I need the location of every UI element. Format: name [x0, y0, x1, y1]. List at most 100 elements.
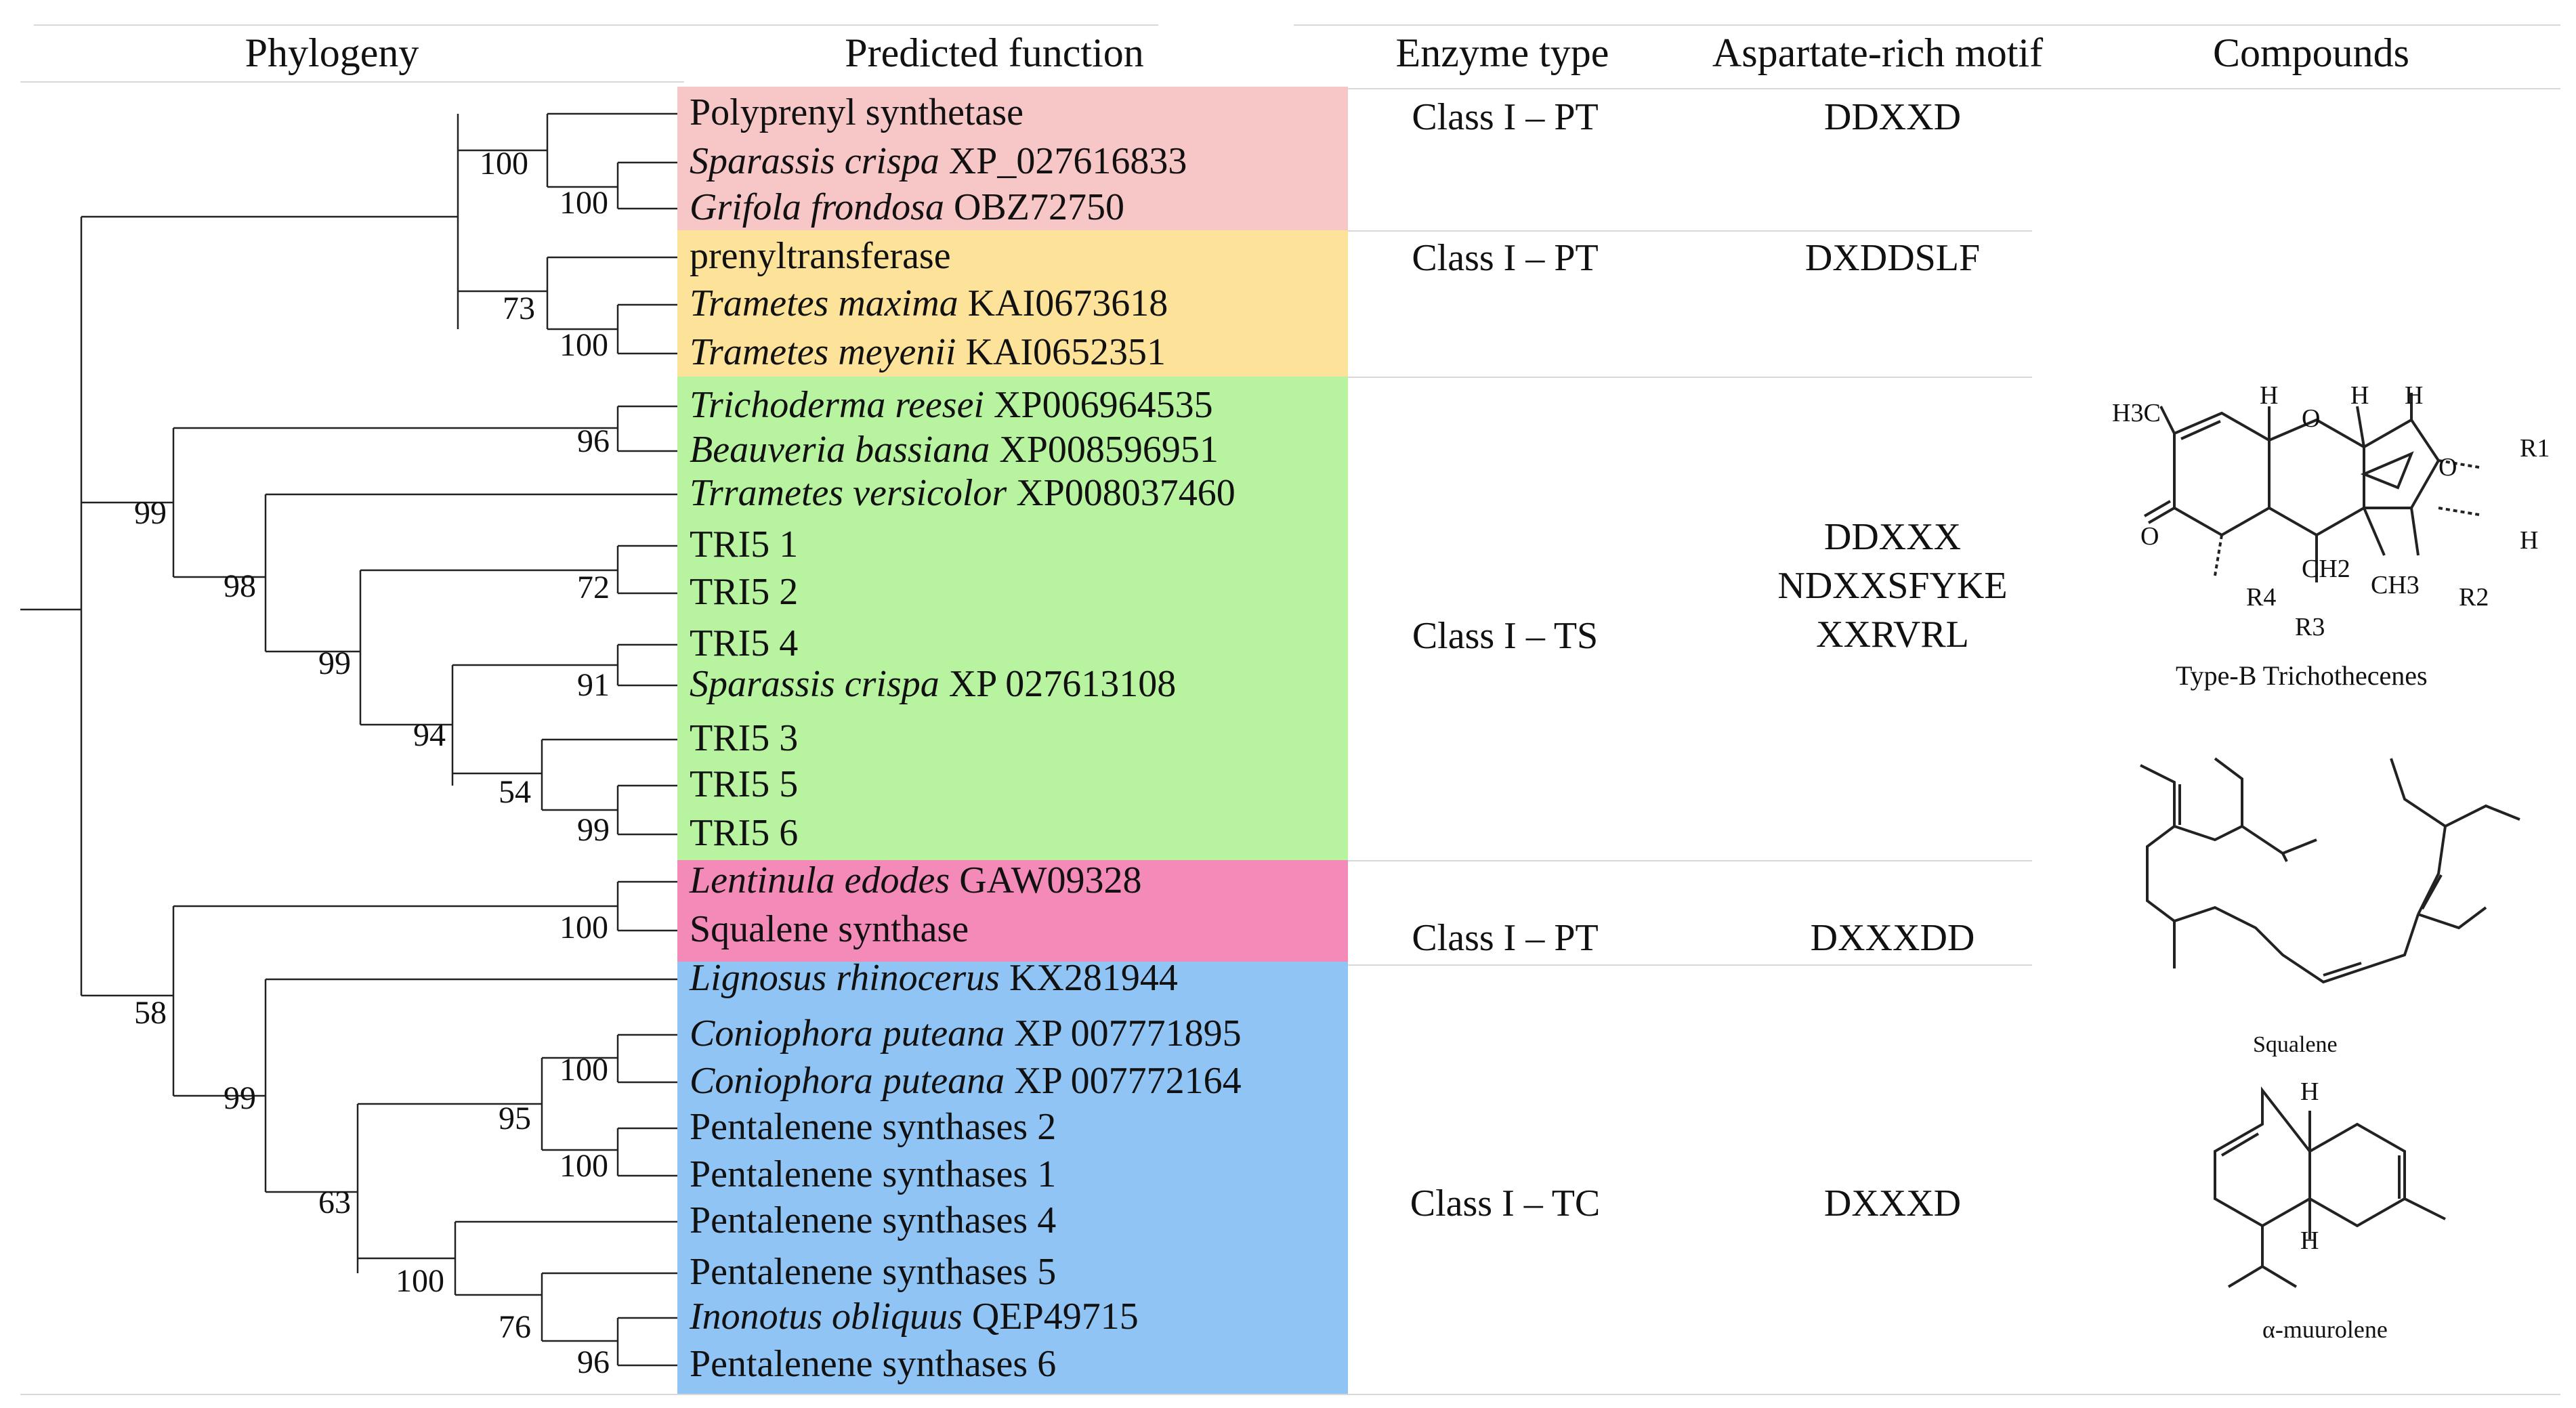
compound-name: Squalene — [2253, 1032, 2338, 1057]
enzyme-type-cell: Class I – TS — [1412, 615, 1599, 657]
taxon-label: Trichoderma reesei XP006964535 — [690, 384, 1213, 426]
atom-label: CH2 — [2302, 555, 2350, 583]
muurolene-structure — [2214, 1086, 2446, 1288]
taxon-label: Polyprenyl synthetase — [690, 91, 1024, 133]
atom-label: H — [2300, 1078, 2319, 1106]
enzyme-type-cell: Class I – TC — [1410, 1182, 1601, 1224]
taxon-label: Inonotus obliquus QEP49715 — [690, 1296, 1139, 1338]
motif-cell: DDXXX — [1823, 516, 1962, 558]
group-rule-2 — [1348, 377, 2032, 378]
taxon-label: TRI5 1 — [690, 524, 799, 566]
atom-label: CH3 — [2371, 571, 2420, 599]
taxon-label: Pentalenene synthases 1 — [690, 1153, 1057, 1195]
bootstrap-value: 63 — [318, 1185, 351, 1220]
taxon-label: Trametes maxima KAI0673618 — [690, 282, 1168, 324]
motif-cell: DXDDSLF — [1804, 237, 1981, 279]
taxon-label: Trametes meyenii KAI0652351 — [690, 331, 1166, 373]
taxon-label: Pentalenene synthases 6 — [690, 1343, 1057, 1385]
atom-label: H3C — [2112, 399, 2161, 427]
bootstrap-value: 73 — [503, 291, 535, 326]
taxon-label: Lentinula edodes GAW09328 — [690, 859, 1142, 901]
header-compounds: Compounds — [2212, 30, 2410, 75]
atom-label: H — [2405, 381, 2424, 410]
atom-label: H — [2520, 526, 2539, 555]
group-rule-1 — [1348, 230, 2032, 232]
bootstrap-value: 100 — [559, 1148, 608, 1184]
taxon-label: Coniophora puteana XP 007771895 — [690, 1012, 1242, 1054]
bootstrap-value: 99 — [134, 495, 167, 531]
taxon-label: Pentalenene synthases 4 — [690, 1199, 1057, 1241]
atom-label: H — [2260, 381, 2279, 410]
taxon-label: TRI5 4 — [690, 622, 799, 664]
bootstrap-value: 96 — [577, 423, 610, 459]
atom-label: R3 — [2295, 613, 2325, 641]
group-rule-4 — [1348, 964, 2032, 966]
band-pentalenene — [677, 962, 1348, 1394]
bootstrap-value: 100 — [396, 1263, 444, 1299]
band-trichodiene — [677, 377, 1348, 860]
header-enzyme-type: Enzyme type — [1395, 30, 1609, 75]
atom-label: R2 — [2459, 583, 2489, 612]
taxon-label: Grifola frondosa OBZ72750 — [690, 186, 1124, 228]
enzyme-type-cell: Class I – PT — [1412, 96, 1599, 138]
band-prenyltransferase — [677, 230, 1348, 377]
atom-label: H — [2300, 1226, 2319, 1255]
motif-cell: DDXXD — [1823, 96, 1962, 138]
trichothecene-structure — [2143, 393, 2480, 582]
enzyme-type-cell: Class I – PT — [1412, 237, 1599, 279]
band-squalene — [677, 860, 1348, 962]
taxon-label: Sparassis crispa XP 027613108 — [690, 663, 1177, 705]
atom-label: O — [2438, 453, 2457, 482]
bootstrap-value: 100 — [480, 146, 528, 182]
group-rule-3 — [1348, 860, 2032, 861]
squalene-structure — [2140, 757, 2520, 984]
bootstrap-value: 99 — [318, 645, 351, 681]
bootstrap-value: 99 — [577, 812, 610, 848]
taxon-label: TRI5 2 — [690, 571, 799, 613]
top-rule-right — [1294, 24, 2560, 26]
bootstrap-value: 72 — [577, 570, 610, 605]
header-phylogeny: Phylogeny — [245, 30, 419, 75]
atom-label: R4 — [2246, 583, 2277, 612]
atom-label: R1 — [2520, 434, 2550, 463]
taxon-label: TRI5 5 — [690, 763, 799, 805]
taxon-label: TRI5 3 — [690, 717, 799, 759]
taxon-label: Trrametes versicolor XP008037460 — [690, 472, 1236, 514]
taxon-label: TRI5 6 — [690, 812, 799, 854]
taxon-label: Lignosus rhinocerus KX281944 — [690, 957, 1178, 999]
bootstrap-value: 100 — [559, 910, 608, 945]
top-rule-left — [34, 24, 1158, 26]
bootstrap-value: 100 — [559, 1052, 608, 1088]
taxon-label: Coniophora puteana XP 007772164 — [690, 1060, 1242, 1102]
atom-label: O — [2140, 522, 2159, 551]
motif-cell: NDXXSFYKE — [1777, 565, 2008, 607]
compound-name: Type-B Trichothecenes — [2176, 660, 2428, 691]
compound-name: α-muurolene — [2262, 1316, 2388, 1343]
header-predicted-function: Predicted function — [845, 30, 1144, 75]
taxon-label: prenyltransferase — [690, 235, 951, 277]
bootstrap-value: 100 — [559, 327, 608, 363]
header-rule-right — [1348, 88, 2560, 89]
header-aspartate-motif: Aspartate-rich motif — [1712, 30, 2044, 75]
bootstrap-value: 94 — [413, 717, 446, 753]
bootstrap-value: 58 — [134, 995, 167, 1031]
atom-label: H — [2350, 381, 2369, 410]
bootstrap-value: 99 — [224, 1080, 256, 1116]
atom-label: O — [2302, 404, 2321, 433]
bootstrap-value: 54 — [499, 774, 531, 810]
motif-cell: DXXXDD — [1810, 917, 1975, 959]
bottom-rule — [20, 1394, 2560, 1395]
bootstrap-value: 96 — [577, 1344, 610, 1380]
bootstrap-value: 98 — [224, 568, 256, 604]
taxon-label: Pentalenene synthases 2 — [690, 1106, 1057, 1148]
taxon-label: Beauveria bassiana XP008596951 — [690, 429, 1219, 471]
motif-cell: DXXXD — [1823, 1182, 1962, 1224]
band-polyprenyl — [677, 87, 1348, 230]
bootstrap-value: 95 — [499, 1101, 531, 1136]
taxon-label: Sparassis crispa XP_027616833 — [690, 140, 1187, 182]
bootstrap-value: 76 — [499, 1309, 531, 1345]
bootstrap-value: 91 — [577, 667, 610, 703]
bootstrap-value: 100 — [559, 185, 608, 221]
phylogeny-tree — [20, 112, 677, 1367]
taxon-label: Squalene synthase — [690, 908, 969, 950]
